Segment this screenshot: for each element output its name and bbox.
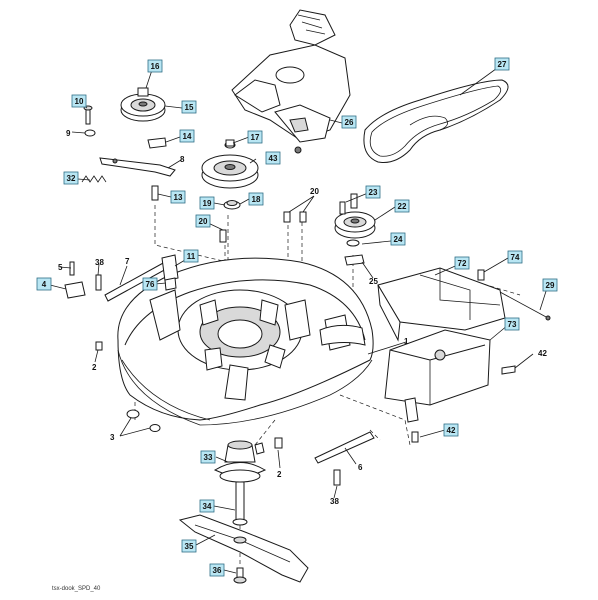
label-20-right: 20 xyxy=(310,187,319,196)
svg-text:73: 73 xyxy=(508,320,517,329)
callout-20-left: 20 xyxy=(195,214,211,228)
hardware-small-parts xyxy=(64,200,551,486)
svg-text:22: 22 xyxy=(398,202,407,211)
callout-76: 76 xyxy=(142,277,158,291)
svg-text:74: 74 xyxy=(511,253,520,262)
callout-42-lower: 42 xyxy=(443,423,459,437)
callout-27: 27 xyxy=(494,57,510,71)
svg-text:16: 16 xyxy=(151,62,160,71)
svg-text:14: 14 xyxy=(183,132,192,141)
callout-43: 43 xyxy=(265,151,281,165)
spindle-pulley xyxy=(201,139,259,189)
svg-text:24: 24 xyxy=(394,235,403,244)
svg-text:10: 10 xyxy=(75,97,84,106)
callout-13: 13 xyxy=(170,190,186,204)
callout-22: 22 xyxy=(394,199,410,213)
label-7: 7 xyxy=(125,257,130,266)
label-5: 5 xyxy=(58,263,63,272)
svg-text:36: 36 xyxy=(213,566,222,575)
plain-labels: 9 8 20 7 38 5 25 1 42 2 3 6 2 38 xyxy=(58,129,547,506)
svg-text:76: 76 xyxy=(146,280,155,289)
callout-4: 4 xyxy=(36,277,52,291)
callout-11: 11 xyxy=(183,249,199,263)
label-1: 1 xyxy=(404,337,409,346)
callout-73: 73 xyxy=(504,317,520,331)
svg-text:43: 43 xyxy=(269,154,278,163)
svg-text:20: 20 xyxy=(199,217,208,226)
callout-17: 17 xyxy=(247,130,263,144)
mower-blade xyxy=(178,514,309,584)
svg-text:35: 35 xyxy=(185,542,194,551)
spindle-assembly xyxy=(213,440,267,526)
label-2-lower: 2 xyxy=(277,470,282,479)
callout-36: 36 xyxy=(209,563,225,577)
callout-35: 35 xyxy=(181,539,197,553)
svg-text:42: 42 xyxy=(447,426,456,435)
drive-belt xyxy=(363,79,509,163)
label-9: 9 xyxy=(66,129,71,138)
label-2-left: 2 xyxy=(92,363,97,372)
svg-text:33: 33 xyxy=(204,453,213,462)
svg-text:29: 29 xyxy=(546,281,555,290)
idler-pulley-right xyxy=(334,193,376,266)
label-8: 8 xyxy=(180,155,185,164)
svg-text:34: 34 xyxy=(203,502,212,511)
callout-labels: 16 15 10 14 32 13 17 43 19 18 20 26 27 2… xyxy=(36,57,558,577)
svg-text:15: 15 xyxy=(185,103,194,112)
label-42-upper: 42 xyxy=(538,349,547,358)
label-38-upper: 38 xyxy=(95,258,104,267)
svg-text:13: 13 xyxy=(174,193,183,202)
svg-text:11: 11 xyxy=(187,252,196,261)
svg-text:32: 32 xyxy=(67,174,76,183)
svg-text:23: 23 xyxy=(369,188,378,197)
belt-cover xyxy=(231,9,351,154)
label-3: 3 xyxy=(110,433,115,442)
callout-24: 24 xyxy=(390,232,406,246)
callout-19: 19 xyxy=(199,196,215,210)
svg-text:18: 18 xyxy=(252,195,261,204)
callout-32: 32 xyxy=(63,171,79,185)
callout-18: 18 xyxy=(248,192,264,206)
svg-text:26: 26 xyxy=(345,118,354,127)
mower-deck-housing xyxy=(117,257,374,426)
svg-text:17: 17 xyxy=(251,133,260,142)
callout-33: 33 xyxy=(200,450,216,464)
discharge-chute xyxy=(377,267,506,342)
callout-74: 74 xyxy=(507,250,523,264)
drawing-code: tsx-dook_SPD_40 xyxy=(52,586,101,592)
callout-16: 16 xyxy=(147,59,163,73)
callout-72: 72 xyxy=(454,256,470,270)
svg-text:4: 4 xyxy=(42,280,47,289)
callout-34: 34 xyxy=(199,499,215,513)
label-38-lower: 38 xyxy=(330,497,339,506)
svg-text:27: 27 xyxy=(498,60,507,69)
discharge-deflector xyxy=(384,329,491,423)
label-6: 6 xyxy=(358,463,363,472)
svg-text:72: 72 xyxy=(458,259,467,268)
callout-23: 23 xyxy=(365,185,381,199)
label-25: 25 xyxy=(369,277,378,286)
callout-14: 14 xyxy=(179,129,195,143)
idler-pulley-assembly xyxy=(81,87,176,201)
svg-text:19: 19 xyxy=(203,199,212,208)
callout-10: 10 xyxy=(71,94,87,108)
callout-26: 26 xyxy=(341,115,357,129)
callout-29: 29 xyxy=(542,278,558,292)
callout-15: 15 xyxy=(181,100,197,114)
